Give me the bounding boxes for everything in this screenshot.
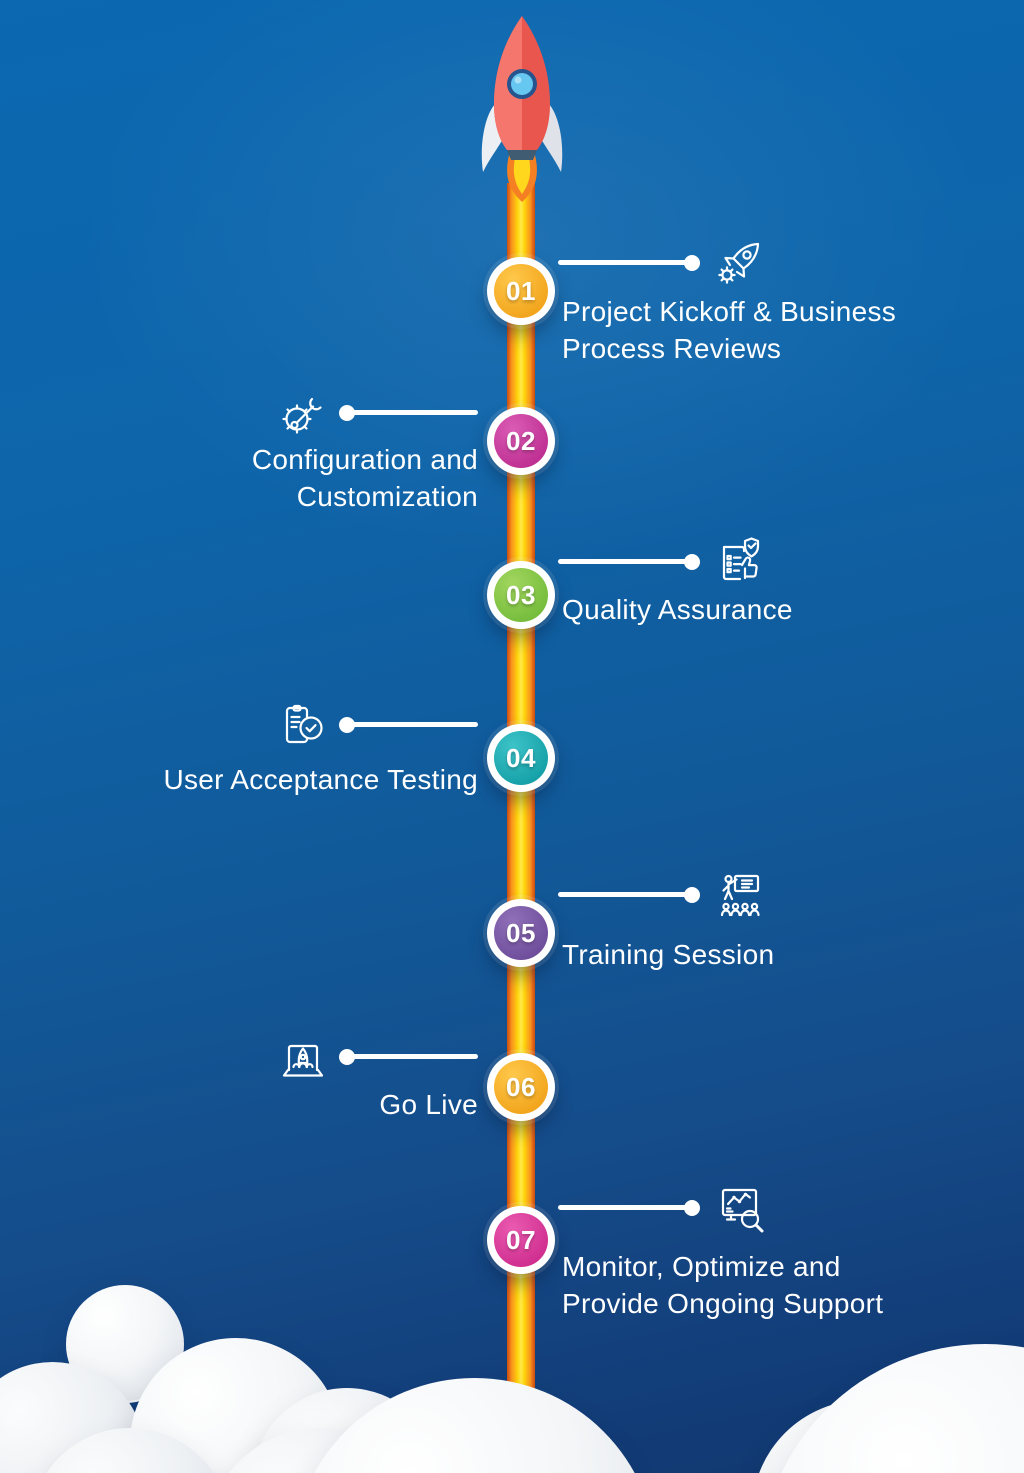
monitor-magnifier-icon <box>714 1181 768 1235</box>
connector-dot <box>339 1049 355 1065</box>
rocket-nozzle <box>507 150 537 160</box>
connector-line <box>558 559 692 564</box>
rocket-flame-inner <box>513 158 531 194</box>
connector-dot <box>339 405 355 421</box>
connector-line <box>347 410 478 415</box>
rocket-graphic <box>481 16 563 202</box>
connector-line <box>558 1205 692 1210</box>
step-title: Training Session <box>562 939 775 970</box>
quality-shield-thumbsup-icon <box>712 535 766 589</box>
step-title: Project Kickoff & Business Process Revie… <box>562 296 897 364</box>
connector-dot <box>684 1200 700 1216</box>
kickoff-rocket-icon <box>712 236 766 290</box>
connector-line <box>558 260 692 265</box>
configuration-gear-wrench-icon <box>276 389 330 443</box>
acceptance-checklist-icon <box>276 701 330 755</box>
connector-line <box>347 1054 478 1059</box>
rocket-window <box>511 73 533 95</box>
connector-dot <box>339 717 355 733</box>
connector-line <box>347 722 478 727</box>
step-title: Go Live <box>379 1089 478 1120</box>
rocket-trail-line <box>507 183 535 1405</box>
laptop-rocket-icon <box>276 1033 330 1087</box>
step-title: Configuration and Customization <box>251 444 478 512</box>
rocket-window-glint <box>514 76 522 84</box>
step-title: User Acceptance Testing <box>163 764 478 795</box>
connector-dot <box>684 887 700 903</box>
step-title: Quality Assurance <box>562 594 793 625</box>
connector-dot <box>684 554 700 570</box>
step-title: Monitor, Optimize and Provide Ongoing Su… <box>562 1251 884 1319</box>
training-presenter-icon <box>712 868 766 922</box>
connector-line <box>558 892 692 897</box>
cloud <box>760 1344 1024 1473</box>
rocket-illustration <box>450 8 594 209</box>
connector-dot <box>684 255 700 271</box>
